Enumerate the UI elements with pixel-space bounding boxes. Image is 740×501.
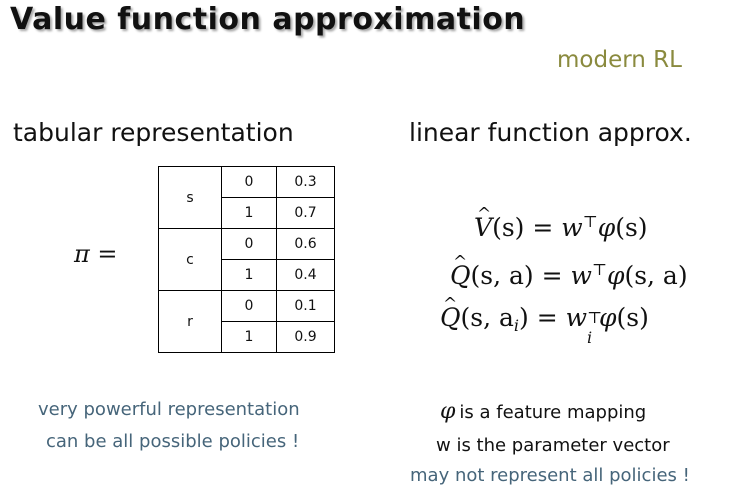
action-cell: 1: [221, 259, 277, 291]
probability-cell: 0.7: [276, 197, 335, 229]
formula-lhs-args: (s, a): [470, 261, 534, 290]
formula-rhs-args: (s, a): [624, 261, 688, 290]
probability-cell: 0.3: [276, 166, 335, 198]
value-formula: V(s) = w⊤φ(s): [420, 190, 720, 246]
action-cell: 0: [221, 228, 277, 260]
probability-cell: 0.1: [276, 290, 335, 322]
formula-lhs-close: ): [519, 303, 529, 332]
slide-title: Value function approximation: [10, 2, 526, 37]
weight-index: i: [587, 328, 593, 347]
weight-symbol: w: [561, 213, 583, 242]
weight-symbol: w: [565, 303, 588, 332]
formula-rhs-args: (s): [616, 303, 649, 332]
table-row: c 0 0.6: [158, 228, 335, 291]
parameter-vector-note: w is the parameter vector: [436, 435, 670, 456]
q-formula: Q(s, a) = w⊤φ(s, a): [420, 238, 720, 294]
phi-symbol: φ: [597, 213, 616, 242]
state-cell: r: [158, 290, 222, 353]
action-index: i: [513, 316, 520, 335]
tabular-note-powerful: very powerful representation: [38, 399, 300, 420]
phi-symbol: φ: [599, 303, 617, 332]
table-row: 1 0.9: [159, 321, 335, 353]
limitation-note: may not represent all policies !: [410, 465, 690, 486]
table-row: 1 0.4: [159, 259, 335, 291]
pi-symbol: π: [74, 240, 90, 268]
feature-mapping-text: is a feature mapping: [459, 402, 647, 423]
weight-scripts: ⊤i: [587, 308, 602, 347]
tabular-heading: tabular representation: [13, 118, 294, 147]
transpose-symbol: ⊤: [587, 308, 603, 327]
v-hat-symbol: V: [474, 190, 492, 252]
pi-equals: =: [89, 240, 118, 268]
action-cell: 0: [221, 166, 277, 198]
action-cell: 0: [221, 290, 277, 322]
transpose-symbol: ⊤: [582, 212, 598, 231]
transpose-symbol: ⊤: [591, 260, 607, 279]
formula-equals: =: [533, 261, 571, 290]
q-hat-symbol: Q: [440, 280, 461, 342]
table-row: s 0 0.3: [158, 166, 335, 229]
approximation-formulas: V(s) = w⊤φ(s) Q(s, a) = w⊤φ(s, a) Q(s, a…: [420, 190, 720, 347]
action-cell: 1: [221, 321, 277, 353]
action-cell: 1: [221, 197, 277, 229]
policy-label: π =: [74, 240, 118, 268]
probability-cell: 0.4: [276, 259, 335, 291]
q-action-formula: Q(s, ai) = w⊤iφ(s): [420, 280, 720, 347]
policy-table: s 0 0.3 1 0.7 c 0 0.6 1 0.4 r 0 0.1 1 0.…: [158, 166, 335, 353]
formula-equals: =: [528, 303, 566, 332]
formula-equals: =: [524, 213, 562, 242]
table-row: r 0 0.1: [158, 290, 335, 353]
probability-cell: 0.9: [276, 321, 335, 353]
modern-rl-tag: modern RL: [557, 47, 682, 73]
weight-symbol: w: [570, 261, 592, 290]
linear-approx-heading: linear function approx.: [409, 118, 692, 147]
phi-symbol: φ: [606, 261, 625, 290]
phi-symbol: φ: [440, 399, 456, 424]
probability-cell: 0.6: [276, 228, 335, 260]
tabular-note-all-policies: can be all possible policies !: [46, 431, 300, 452]
formula-lhs-args: (s, a: [460, 303, 514, 332]
state-cell: s: [158, 166, 222, 229]
state-cell: c: [158, 228, 222, 291]
formula-rhs-args: (s): [615, 213, 648, 242]
formula-lhs-args: (s): [492, 213, 525, 242]
